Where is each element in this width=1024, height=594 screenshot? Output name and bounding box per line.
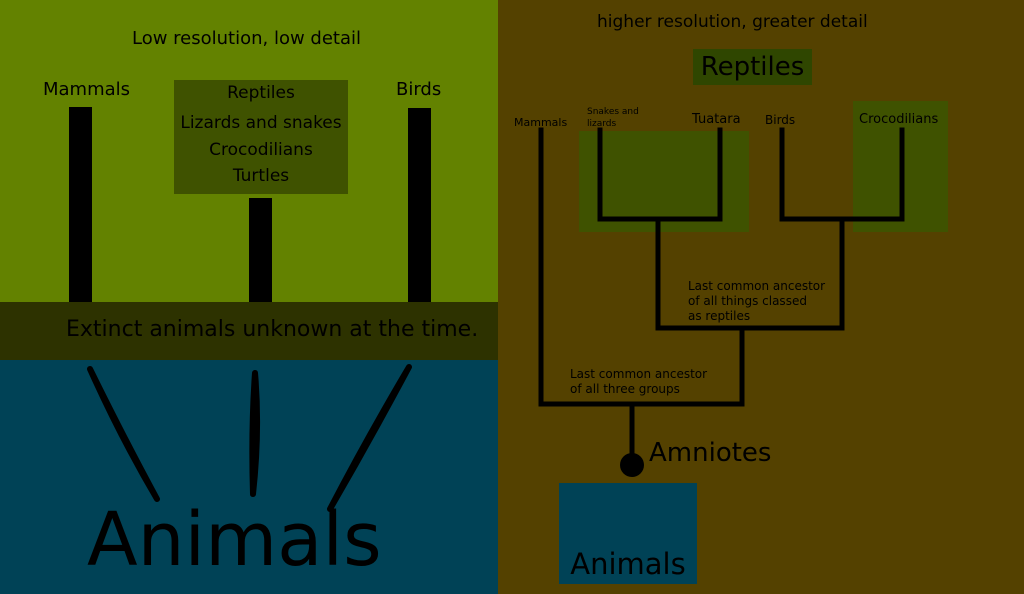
left-reptile-group-box: Reptiles Lizards and snakes Crocodilians… (174, 80, 348, 194)
archosaur-branch (779, 127, 905, 222)
mammals-lineage-stroke (87, 366, 160, 502)
tuatara-label: Tuatara (692, 112, 741, 127)
amniote-branch (538, 127, 745, 407)
left-lineage-strokes (87, 364, 412, 512)
snakes-label-line1: Snakes and (587, 107, 639, 117)
right-mammals-label: Mammals (514, 116, 568, 129)
reptile-ancestor-line3: as reptiles (688, 309, 751, 323)
amniote-node (620, 453, 644, 477)
reptiles-lineage-stroke (249, 370, 261, 497)
extinct-band (0, 302, 498, 360)
reptile-group-item: Lizards and snakes (180, 113, 342, 133)
reptile-ancestor-line1: Last common ancestor (688, 279, 826, 293)
reptiles-bar (249, 198, 272, 302)
crocodilians-label: Crocodilians (859, 112, 939, 127)
extinct-note: Extinct animals unknown at the time. (66, 317, 479, 342)
animals-base-panel (0, 360, 498, 594)
three-ancestor-line2: of all three groups (570, 382, 680, 396)
three-ancestor-line1: Last common ancestor (570, 367, 708, 381)
reptiles-title-box: Reptiles (693, 49, 812, 85)
snakes-label-line2: lizards (587, 119, 617, 129)
left-birds-label: Birds (396, 79, 442, 100)
left-animals-label: Animals (87, 497, 382, 583)
lepidosaur-branch (597, 127, 723, 222)
reptile-group-item: Turtles (232, 166, 290, 186)
birds-lineage-stroke (327, 364, 412, 512)
reptile-group-title: Reptiles (227, 83, 295, 103)
right-birds-label: Birds (765, 113, 796, 127)
right-animals-box: Animals (559, 483, 697, 584)
reptile-ancestor-line2: of all things classed (688, 294, 807, 308)
right-animals-label: Animals (570, 547, 686, 581)
left-mammals-label: Mammals (43, 79, 131, 100)
reptiles-title: Reptiles (700, 52, 805, 82)
low-detail-heading: Low resolution, low detail (132, 28, 362, 49)
mammals-bar (69, 107, 92, 302)
amniotes-label: Amniotes (649, 438, 772, 468)
reptile-group-item: Crocodilians (209, 140, 313, 160)
high-detail-heading: higher resolution, greater detail (597, 12, 868, 32)
reptile-branch (655, 216, 845, 331)
birds-bar (408, 108, 431, 302)
